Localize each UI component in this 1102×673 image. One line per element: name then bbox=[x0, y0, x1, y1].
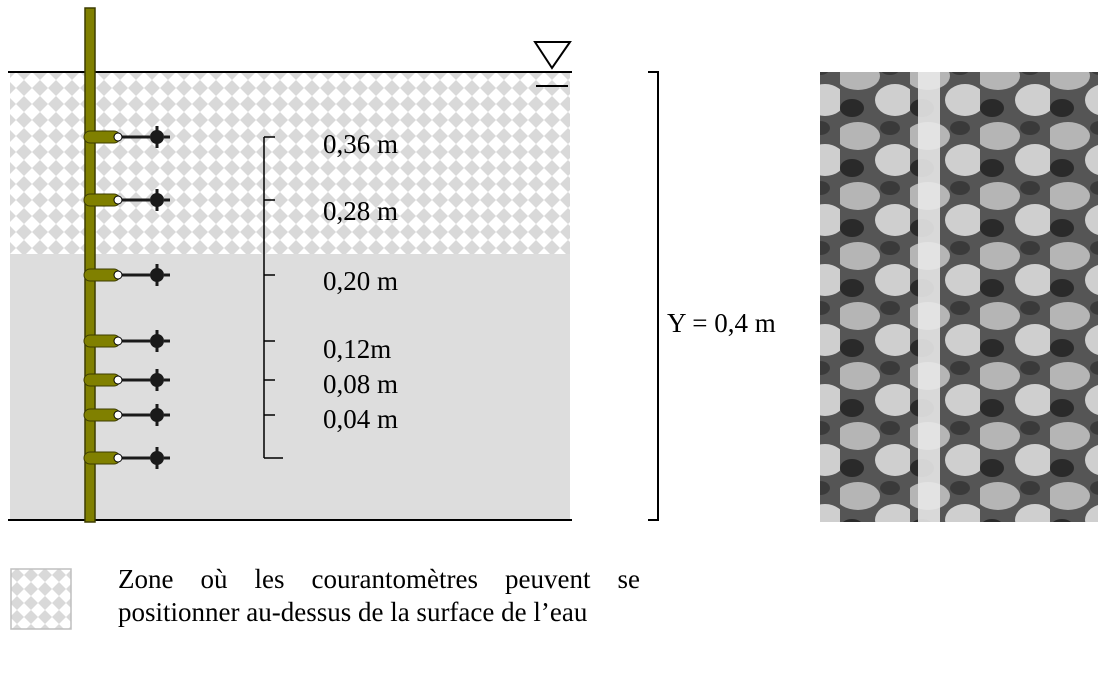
probe-head bbox=[150, 451, 164, 465]
height-label-020: 0,20 m bbox=[323, 266, 399, 296]
probe-joint bbox=[113, 375, 123, 385]
height-label-004: 0,04 m bbox=[323, 404, 399, 434]
height-label-012: 0,12m bbox=[323, 334, 392, 364]
current-meter-probe bbox=[83, 264, 170, 286]
current-meter-probe bbox=[83, 404, 170, 426]
probe-joint bbox=[113, 453, 123, 463]
probe-joint bbox=[113, 270, 123, 280]
probe-joint bbox=[113, 195, 123, 205]
probe-head bbox=[150, 268, 164, 282]
depth-bracket bbox=[648, 71, 659, 521]
water-level-triangle-icon bbox=[533, 41, 572, 70]
probe-head bbox=[150, 193, 164, 207]
height-scale bbox=[263, 136, 283, 459]
height-label-028: 0,28 m bbox=[323, 196, 399, 226]
current-meter-probe bbox=[83, 447, 170, 469]
height-label-036: 0,36 m bbox=[323, 129, 399, 159]
probe-head bbox=[150, 373, 164, 387]
probe-head bbox=[150, 130, 164, 144]
current-meter-probe bbox=[83, 369, 170, 391]
probe-joint bbox=[113, 336, 123, 346]
probe-head bbox=[150, 408, 164, 422]
current-meter-probes bbox=[83, 126, 170, 469]
current-meter-probe bbox=[83, 330, 170, 352]
depth-label: Y = 0,4 m bbox=[667, 308, 776, 338]
current-meter-probe bbox=[83, 126, 170, 148]
legend-swatch bbox=[10, 568, 72, 630]
current-meter-probe bbox=[83, 189, 170, 211]
height-label-008: 0,08 m bbox=[323, 369, 399, 399]
zone-above-surface bbox=[10, 72, 570, 254]
legend-text: Zone où les courantomètres peuvent se po… bbox=[118, 564, 640, 627]
probe-head bbox=[150, 334, 164, 348]
field-photo bbox=[820, 72, 1098, 522]
flow-region bbox=[10, 254, 570, 520]
probe-joint bbox=[113, 410, 123, 420]
measurement-rod bbox=[84, 7, 96, 523]
probe-joint bbox=[113, 132, 123, 142]
